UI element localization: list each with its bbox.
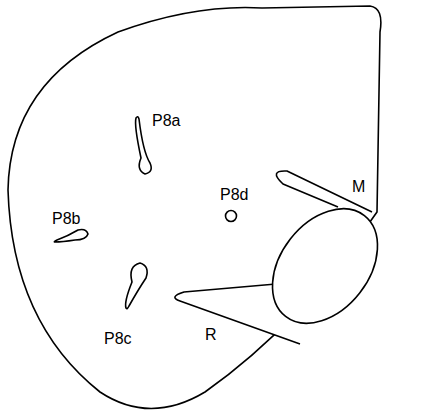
- part-label: R: [205, 326, 217, 344]
- part-label: P8c: [104, 330, 132, 348]
- p8c-drop: [126, 263, 148, 309]
- part-label: P8d: [220, 186, 248, 204]
- m-spike: [276, 171, 372, 212]
- part-label: P8b: [52, 210, 80, 228]
- p8a-drop: [136, 117, 152, 174]
- body-outline: [8, 6, 381, 409]
- central-ellipse: [251, 188, 399, 343]
- part-label: P8a: [152, 112, 180, 130]
- part-label: M: [352, 178, 365, 196]
- p8d-marker: [226, 211, 237, 222]
- p8b-drop: [54, 230, 88, 243]
